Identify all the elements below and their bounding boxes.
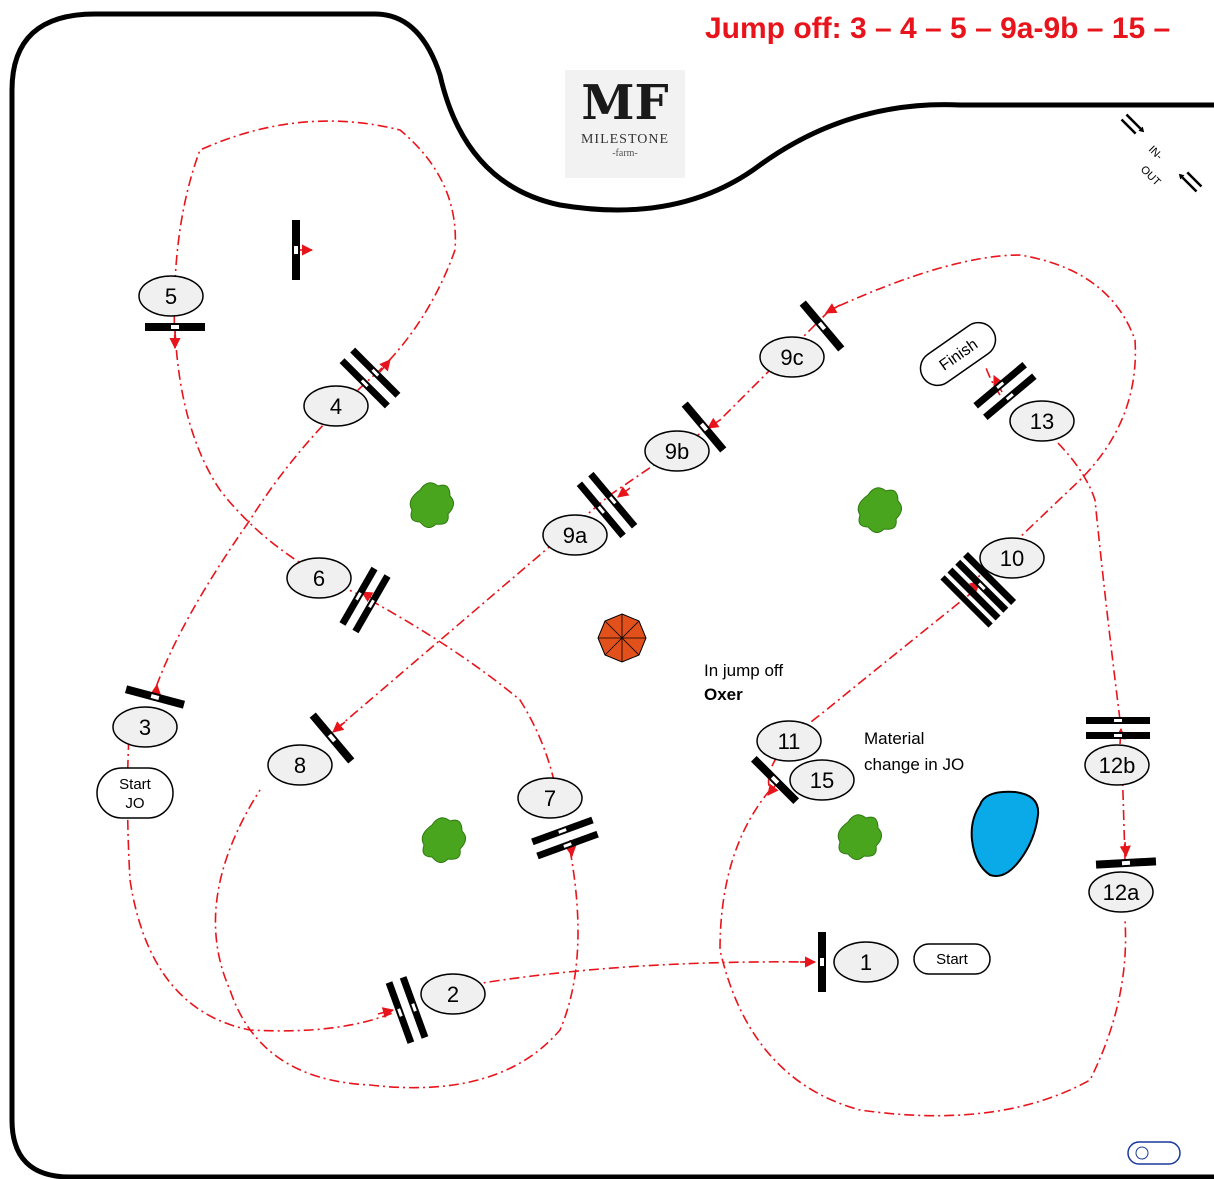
material-note-line1: Material bbox=[864, 729, 924, 748]
fence-number-4: 4 bbox=[303, 385, 369, 427]
svg-text:9a: 9a bbox=[563, 523, 588, 548]
logo-name: MILESTONE bbox=[580, 132, 670, 147]
tree-icon bbox=[837, 814, 882, 860]
fence-number-9b: 9b bbox=[644, 430, 710, 472]
fence-bar-4 bbox=[339, 347, 401, 409]
fence-labels: 1 2 3 4 5 6 7 8 9a 9b 9c 10 11 12a 12b 13 15 bbox=[112, 275, 1154, 1015]
fence-number-12a: 12a bbox=[1088, 871, 1154, 913]
svg-text:9c: 9c bbox=[780, 345, 803, 370]
svg-text:9b: 9b bbox=[665, 439, 689, 464]
fence-number-8: 8 bbox=[267, 744, 333, 786]
fence-bar-6 bbox=[339, 566, 391, 634]
entrance-arrows-icon: IN- OUT bbox=[1120, 113, 1203, 193]
fence-bars bbox=[124, 220, 1157, 1044]
fence-bar-9a bbox=[576, 471, 638, 539]
fence-bar-10 bbox=[940, 551, 1017, 628]
start-jo-tag: Start JO bbox=[96, 767, 174, 819]
svg-text:15: 15 bbox=[810, 768, 834, 793]
fence-number-7: 7 bbox=[517, 777, 583, 819]
svg-text:10: 10 bbox=[1000, 546, 1024, 571]
tree-icon bbox=[857, 487, 902, 533]
start-label: Start bbox=[936, 951, 969, 968]
fence-bar-9c bbox=[799, 300, 845, 352]
svg-text:1: 1 bbox=[860, 950, 872, 975]
fence-bar-1 bbox=[818, 932, 826, 992]
arena-outline bbox=[9, 11, 1214, 1179]
oxer-note-line1: In jump off bbox=[704, 661, 783, 680]
svg-text:4: 4 bbox=[330, 394, 342, 419]
fence-bar-11 bbox=[750, 755, 800, 805]
fence-number-15: 15 bbox=[789, 759, 855, 801]
milestone-farm-logo: MF MILESTONE -farm- bbox=[565, 70, 685, 178]
entrance-out-label: OUT bbox=[1138, 164, 1163, 189]
svg-text:2: 2 bbox=[447, 982, 459, 1007]
fence-number-12b: 12b bbox=[1084, 744, 1150, 786]
fence-number-13: 13 bbox=[1009, 400, 1075, 442]
fence-bar-12b bbox=[1086, 717, 1150, 739]
oxer-note-line2: Oxer bbox=[704, 685, 743, 704]
start-jo-label-1: Start bbox=[119, 776, 152, 793]
svg-text:3: 3 bbox=[139, 715, 151, 740]
fence-bar-3 bbox=[124, 685, 186, 709]
fence-bar-single bbox=[292, 220, 300, 280]
svg-text:8: 8 bbox=[294, 753, 306, 778]
fence-number-3: 3 bbox=[112, 706, 178, 748]
svg-text:13: 13 bbox=[1030, 409, 1054, 434]
fence-bar-13 bbox=[973, 362, 1037, 420]
logo-monogram: MF bbox=[581, 75, 669, 131]
start-jo-label-2: JO bbox=[125, 795, 144, 812]
fence-number-10: 10 bbox=[979, 537, 1045, 579]
entrance-in-label: IN- bbox=[1146, 144, 1165, 163]
svg-text:12b: 12b bbox=[1099, 753, 1136, 778]
umbrella-icon bbox=[597, 613, 647, 663]
fence-bar-9b bbox=[681, 401, 727, 453]
svg-text:12a: 12a bbox=[1103, 880, 1140, 905]
material-note-line2: change in JO bbox=[864, 755, 964, 774]
fence-bar-2 bbox=[385, 976, 429, 1044]
fence-number-11: 11 bbox=[756, 720, 822, 762]
svg-text:7: 7 bbox=[544, 786, 556, 811]
fence-bar-8 bbox=[309, 712, 355, 764]
svg-text:5: 5 bbox=[165, 284, 177, 309]
fence-number-9c: 9c bbox=[759, 336, 825, 378]
fence-bar-12a bbox=[1095, 857, 1157, 869]
fence-number-2: 2 bbox=[420, 973, 486, 1015]
fence-number-5: 5 bbox=[138, 275, 204, 317]
svg-text:6: 6 bbox=[313, 566, 325, 591]
finish-tag: Finish bbox=[919, 321, 997, 387]
fence-bar-7 bbox=[531, 816, 599, 860]
tree-icon bbox=[421, 817, 466, 863]
logo-sub: -farm- bbox=[612, 148, 638, 159]
fence-number-6: 6 bbox=[286, 557, 352, 599]
fence-number-9a: 9a bbox=[542, 514, 608, 556]
pond-icon bbox=[970, 790, 1040, 877]
svg-text:11: 11 bbox=[778, 729, 801, 754]
tree-icon bbox=[409, 482, 454, 528]
jump-off-banner: Jump off: 3 – 4 – 5 – 9a-9b – 15 – bbox=[705, 12, 1171, 45]
fence-bar-5 bbox=[145, 323, 205, 331]
start-tag: Start bbox=[913, 943, 991, 975]
fence-number-1: 1 bbox=[833, 941, 899, 983]
route-line bbox=[126, 120, 1137, 1117]
designer-badge-icon bbox=[1127, 1141, 1181, 1165]
